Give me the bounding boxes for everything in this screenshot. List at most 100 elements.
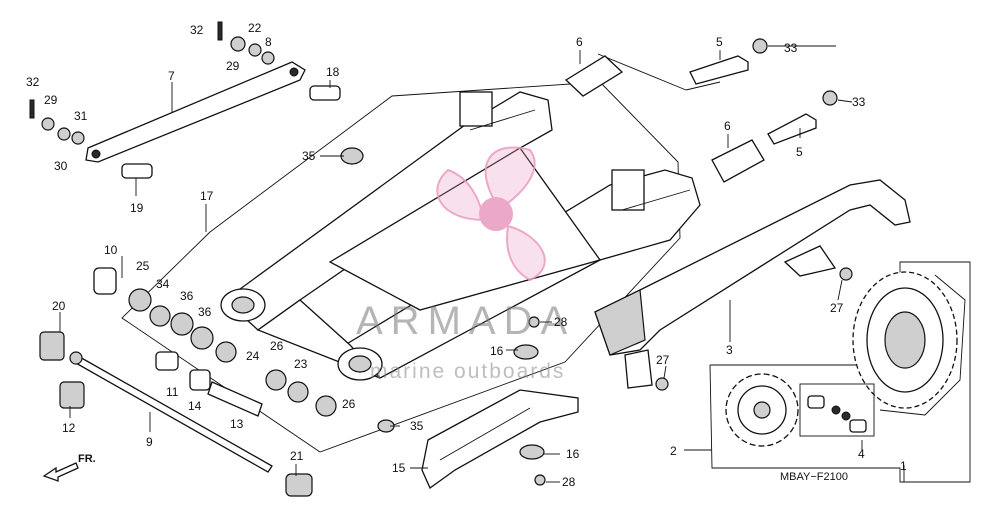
label-21: 21 (290, 449, 304, 463)
bearing-36a (170, 312, 194, 336)
watermark-subtext: marine outboards (370, 360, 565, 383)
bolt-5b (767, 113, 817, 145)
bearing-26a (265, 369, 287, 391)
collar-14 (189, 369, 211, 391)
label-11: 11 (166, 385, 179, 399)
nut-33a (752, 38, 768, 54)
chain-case (594, 179, 911, 389)
bolt-27a (839, 267, 853, 281)
label-3: 3 (726, 343, 733, 357)
label-6a: 6 (576, 35, 583, 49)
label-19: 19 (130, 201, 144, 215)
pin-32a (217, 21, 223, 41)
pivot-axle (69, 351, 273, 473)
screw-28b (534, 474, 546, 486)
front-label: FR. (78, 453, 96, 465)
label-25: 25 (136, 259, 150, 273)
collar-16a (513, 344, 539, 360)
label-8: 8 (265, 35, 272, 49)
chain-slider (421, 389, 579, 489)
label-2: 2 (670, 444, 677, 458)
label-24: 24 (246, 349, 260, 363)
leader-6a (597, 53, 687, 91)
cap-35a (340, 147, 364, 165)
bolt-19 (121, 163, 153, 179)
nut-29b (41, 117, 55, 131)
leader-6a-b (685, 81, 721, 91)
label-27b: 27 (656, 353, 670, 367)
label-10: 10 (104, 243, 118, 257)
label-5b: 5 (796, 145, 803, 159)
screw-28a (528, 316, 540, 328)
label-20: 20 (52, 299, 66, 313)
washer-22 (248, 43, 262, 57)
label-9: 9 (146, 435, 153, 449)
spring-12 (59, 381, 85, 409)
label-22: 22 (248, 21, 262, 35)
label-7: 7 (168, 69, 175, 83)
label-35a: 35 (302, 149, 316, 163)
watermark-logo (436, 146, 546, 282)
label-13: 13 (230, 417, 244, 431)
chain-joint (799, 383, 875, 437)
pin-32b (29, 99, 35, 119)
front-arrow-icon: FR. (42, 453, 96, 482)
collar-16b (519, 444, 545, 460)
nut-33b (822, 90, 838, 106)
bolt-18 (309, 85, 341, 101)
nut-31 (71, 131, 85, 145)
label-34: 34 (156, 277, 170, 291)
bolt-5a (689, 55, 749, 85)
collar-10 (93, 267, 117, 295)
label-26b: 26 (342, 397, 356, 411)
bearing-36b (190, 326, 214, 350)
label-36b: 36 (198, 305, 212, 319)
diagram-code: MBAY−F2100 (780, 471, 848, 483)
part-labels: 1 2 3 4 5 5 6 6 7 8 9 10 11 12 13 14 15 … (26, 21, 907, 489)
bolt-27b (655, 377, 669, 391)
label-6b: 6 (724, 119, 731, 133)
adjuster-6b (711, 139, 765, 183)
adjuster-6a (564, 55, 624, 97)
label-4: 4 (858, 447, 865, 461)
seal-26b (315, 395, 337, 417)
label-29a: 29 (226, 59, 240, 73)
label-33b: 33 (852, 95, 866, 109)
label-26a: 26 (270, 339, 284, 353)
label-29b: 29 (44, 93, 58, 107)
label-23: 23 (294, 357, 308, 371)
seal-24 (215, 341, 237, 363)
driven-sprocket (852, 271, 966, 416)
label-36a: 36 (180, 289, 194, 303)
label-32b: 32 (26, 75, 40, 89)
watermark-text: ARMADA (356, 299, 575, 343)
label-31: 31 (74, 109, 88, 123)
label-1: 1 (900, 459, 907, 473)
label-14: 14 (188, 399, 202, 413)
link-rod (85, 61, 306, 163)
collar-11 (155, 351, 179, 371)
nut-8 (261, 51, 275, 65)
label-30: 30 (54, 159, 68, 173)
leader-lines (59, 45, 905, 483)
label-16a: 16 (490, 344, 504, 358)
washer-30 (57, 127, 71, 141)
pipe-13 (207, 381, 263, 417)
label-16b: 16 (566, 447, 580, 461)
label-17: 17 (200, 189, 214, 203)
label-27a: 27 (830, 301, 844, 315)
drive-sprocket (725, 373, 799, 447)
label-12: 12 (62, 421, 76, 435)
bush-20 (39, 331, 65, 361)
label-28a: 28 (554, 315, 568, 329)
bearing-25 (128, 288, 152, 312)
label-35b: 35 (410, 419, 424, 433)
nut-29a (230, 36, 246, 52)
bearing-23 (287, 381, 309, 403)
label-33a: 33 (784, 41, 798, 55)
label-15: 15 (392, 461, 406, 475)
nut-21 (285, 473, 313, 497)
label-28b: 28 (562, 475, 576, 489)
label-5a: 5 (716, 35, 723, 49)
group-box-swingarm (121, 81, 681, 453)
